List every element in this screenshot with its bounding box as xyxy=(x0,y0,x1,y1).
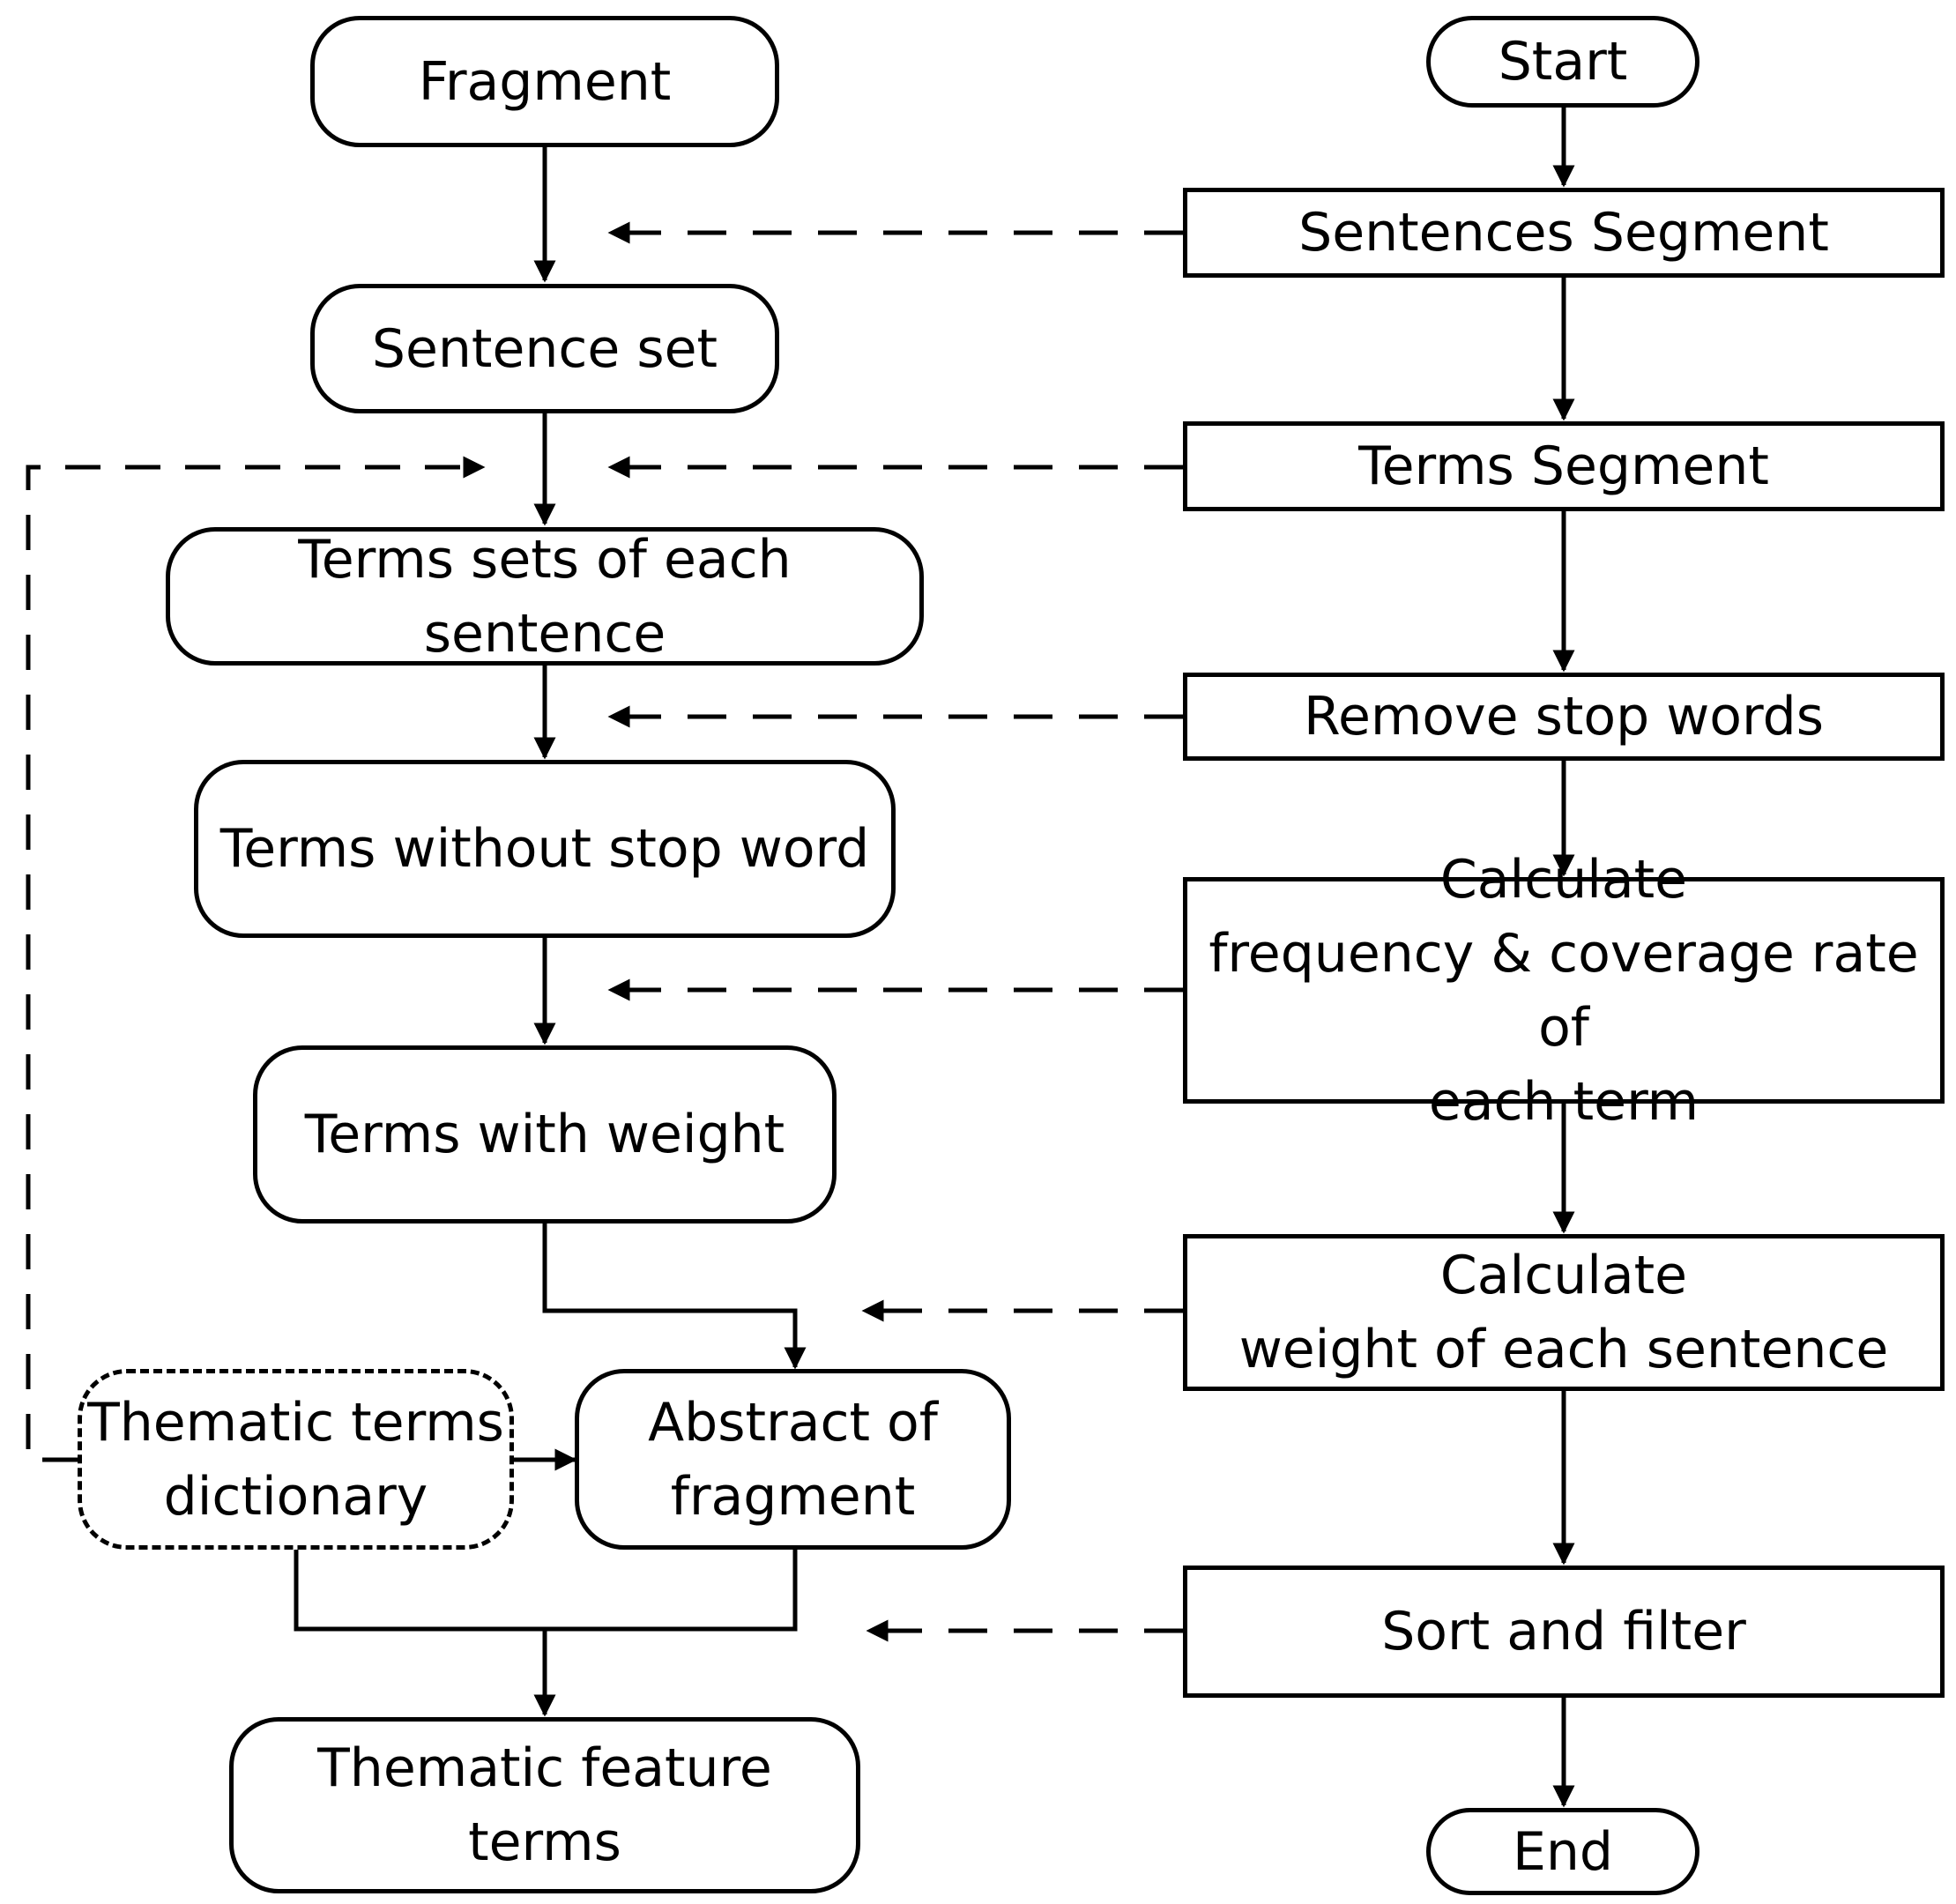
node-terms-sets-of-each-sentence: Terms sets of each sentence xyxy=(166,527,924,666)
node-terms-segment: Terms Segment xyxy=(1183,421,1945,511)
arrow-terms-with-weight-to-abstract xyxy=(542,1223,807,1370)
node-thematic-feature-terms: Thematic feature terms xyxy=(229,1717,860,1893)
node-sentences-segment: Sentences Segment xyxy=(1183,188,1945,278)
node-thematic-terms-dictionary: Thematic terms dictionary xyxy=(78,1369,514,1550)
node-calculate-frequency-coverage: Calculate frequency & coverage rate of e… xyxy=(1183,849,1945,1133)
node-abstract-of-fragment: Abstract of fragment xyxy=(575,1369,1011,1550)
node-remove-stop-words: Remove stop words xyxy=(1183,673,1945,761)
node-end: End xyxy=(1426,1808,1699,1895)
node-sentence-set: Sentence set xyxy=(310,284,779,413)
node-sort-and-filter: Sort and filter xyxy=(1183,1566,1945,1698)
node-fragment: Fragment xyxy=(310,16,779,147)
node-start: Start xyxy=(1426,16,1699,108)
arrow-merge-to-thematic-feature-terms xyxy=(294,1550,798,1632)
dashed-dictionary-feedback xyxy=(26,456,486,1462)
node-terms-with-weight: Terms with weight xyxy=(253,1045,837,1223)
node-terms-without-stop-word: Terms without stop word xyxy=(194,760,896,938)
node-calculate-sentence-weight: Calculate weight of each sentence xyxy=(1183,1234,1945,1391)
